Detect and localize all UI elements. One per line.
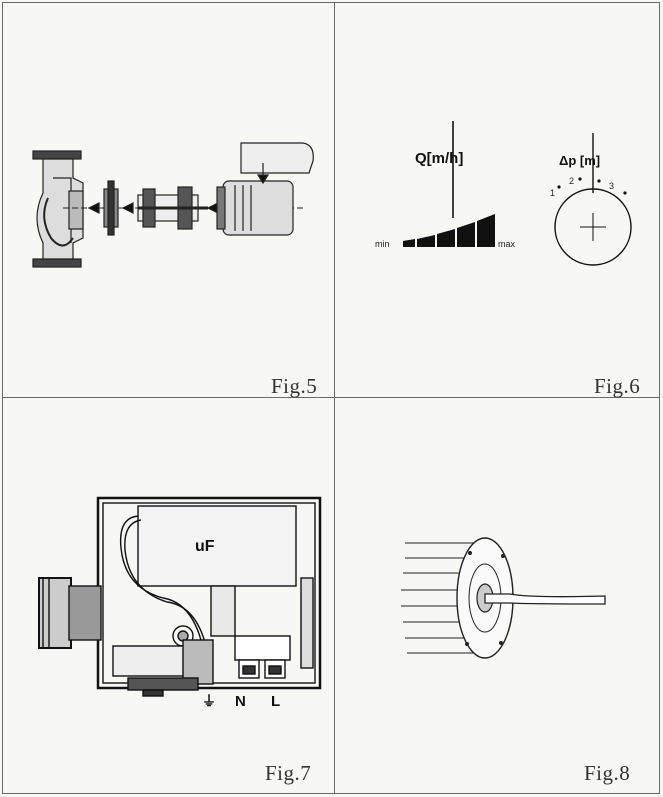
dial-position-2: 2 <box>569 176 574 186</box>
grid-divider-vertical <box>334 2 335 794</box>
min-label: min <box>375 239 390 249</box>
pump-exploded-drawing <box>32 142 314 268</box>
figure-7-cell: uF ⏚ N L Fig.7 <box>3 398 334 794</box>
pump-setting-diagram: Q[m/h] min max Δp [m] 1 2 3 <box>375 121 632 266</box>
figure-8-cell: Fig.8 <box>335 398 660 794</box>
figure-7-label: Fig.7 <box>265 761 312 785</box>
flow-ramp-bars <box>403 214 495 247</box>
figure-6-label: Fig.6 <box>594 374 641 398</box>
live-terminal-label: L <box>271 693 280 710</box>
ground-terminal-symbol: ⏚ <box>202 693 216 709</box>
pressure-dial <box>554 188 632 266</box>
pressure-head-label: Δp [m] <box>559 153 600 168</box>
capacitor-label: uF <box>195 538 215 555</box>
terminal-box-drawing: uF ⏚ N L <box>38 496 322 710</box>
max-label: max <box>498 239 516 249</box>
grid-divider-horizontal <box>2 397 660 398</box>
figure-8-label: Fig.8 <box>584 761 631 785</box>
figure-5-cell: Fig.5 <box>3 3 334 398</box>
figure-5-label: Fig.5 <box>271 374 318 398</box>
flow-rate-label: Q[m/h] <box>415 150 463 167</box>
dial-position-3: 3 <box>609 181 614 191</box>
dial-position-1: 1 <box>550 188 555 198</box>
motor-end-drawing <box>401 537 606 659</box>
neutral-terminal-label: N <box>235 693 246 710</box>
figure-6-cell: Q[m/h] min max Δp [m] 1 2 3 <box>335 3 660 398</box>
